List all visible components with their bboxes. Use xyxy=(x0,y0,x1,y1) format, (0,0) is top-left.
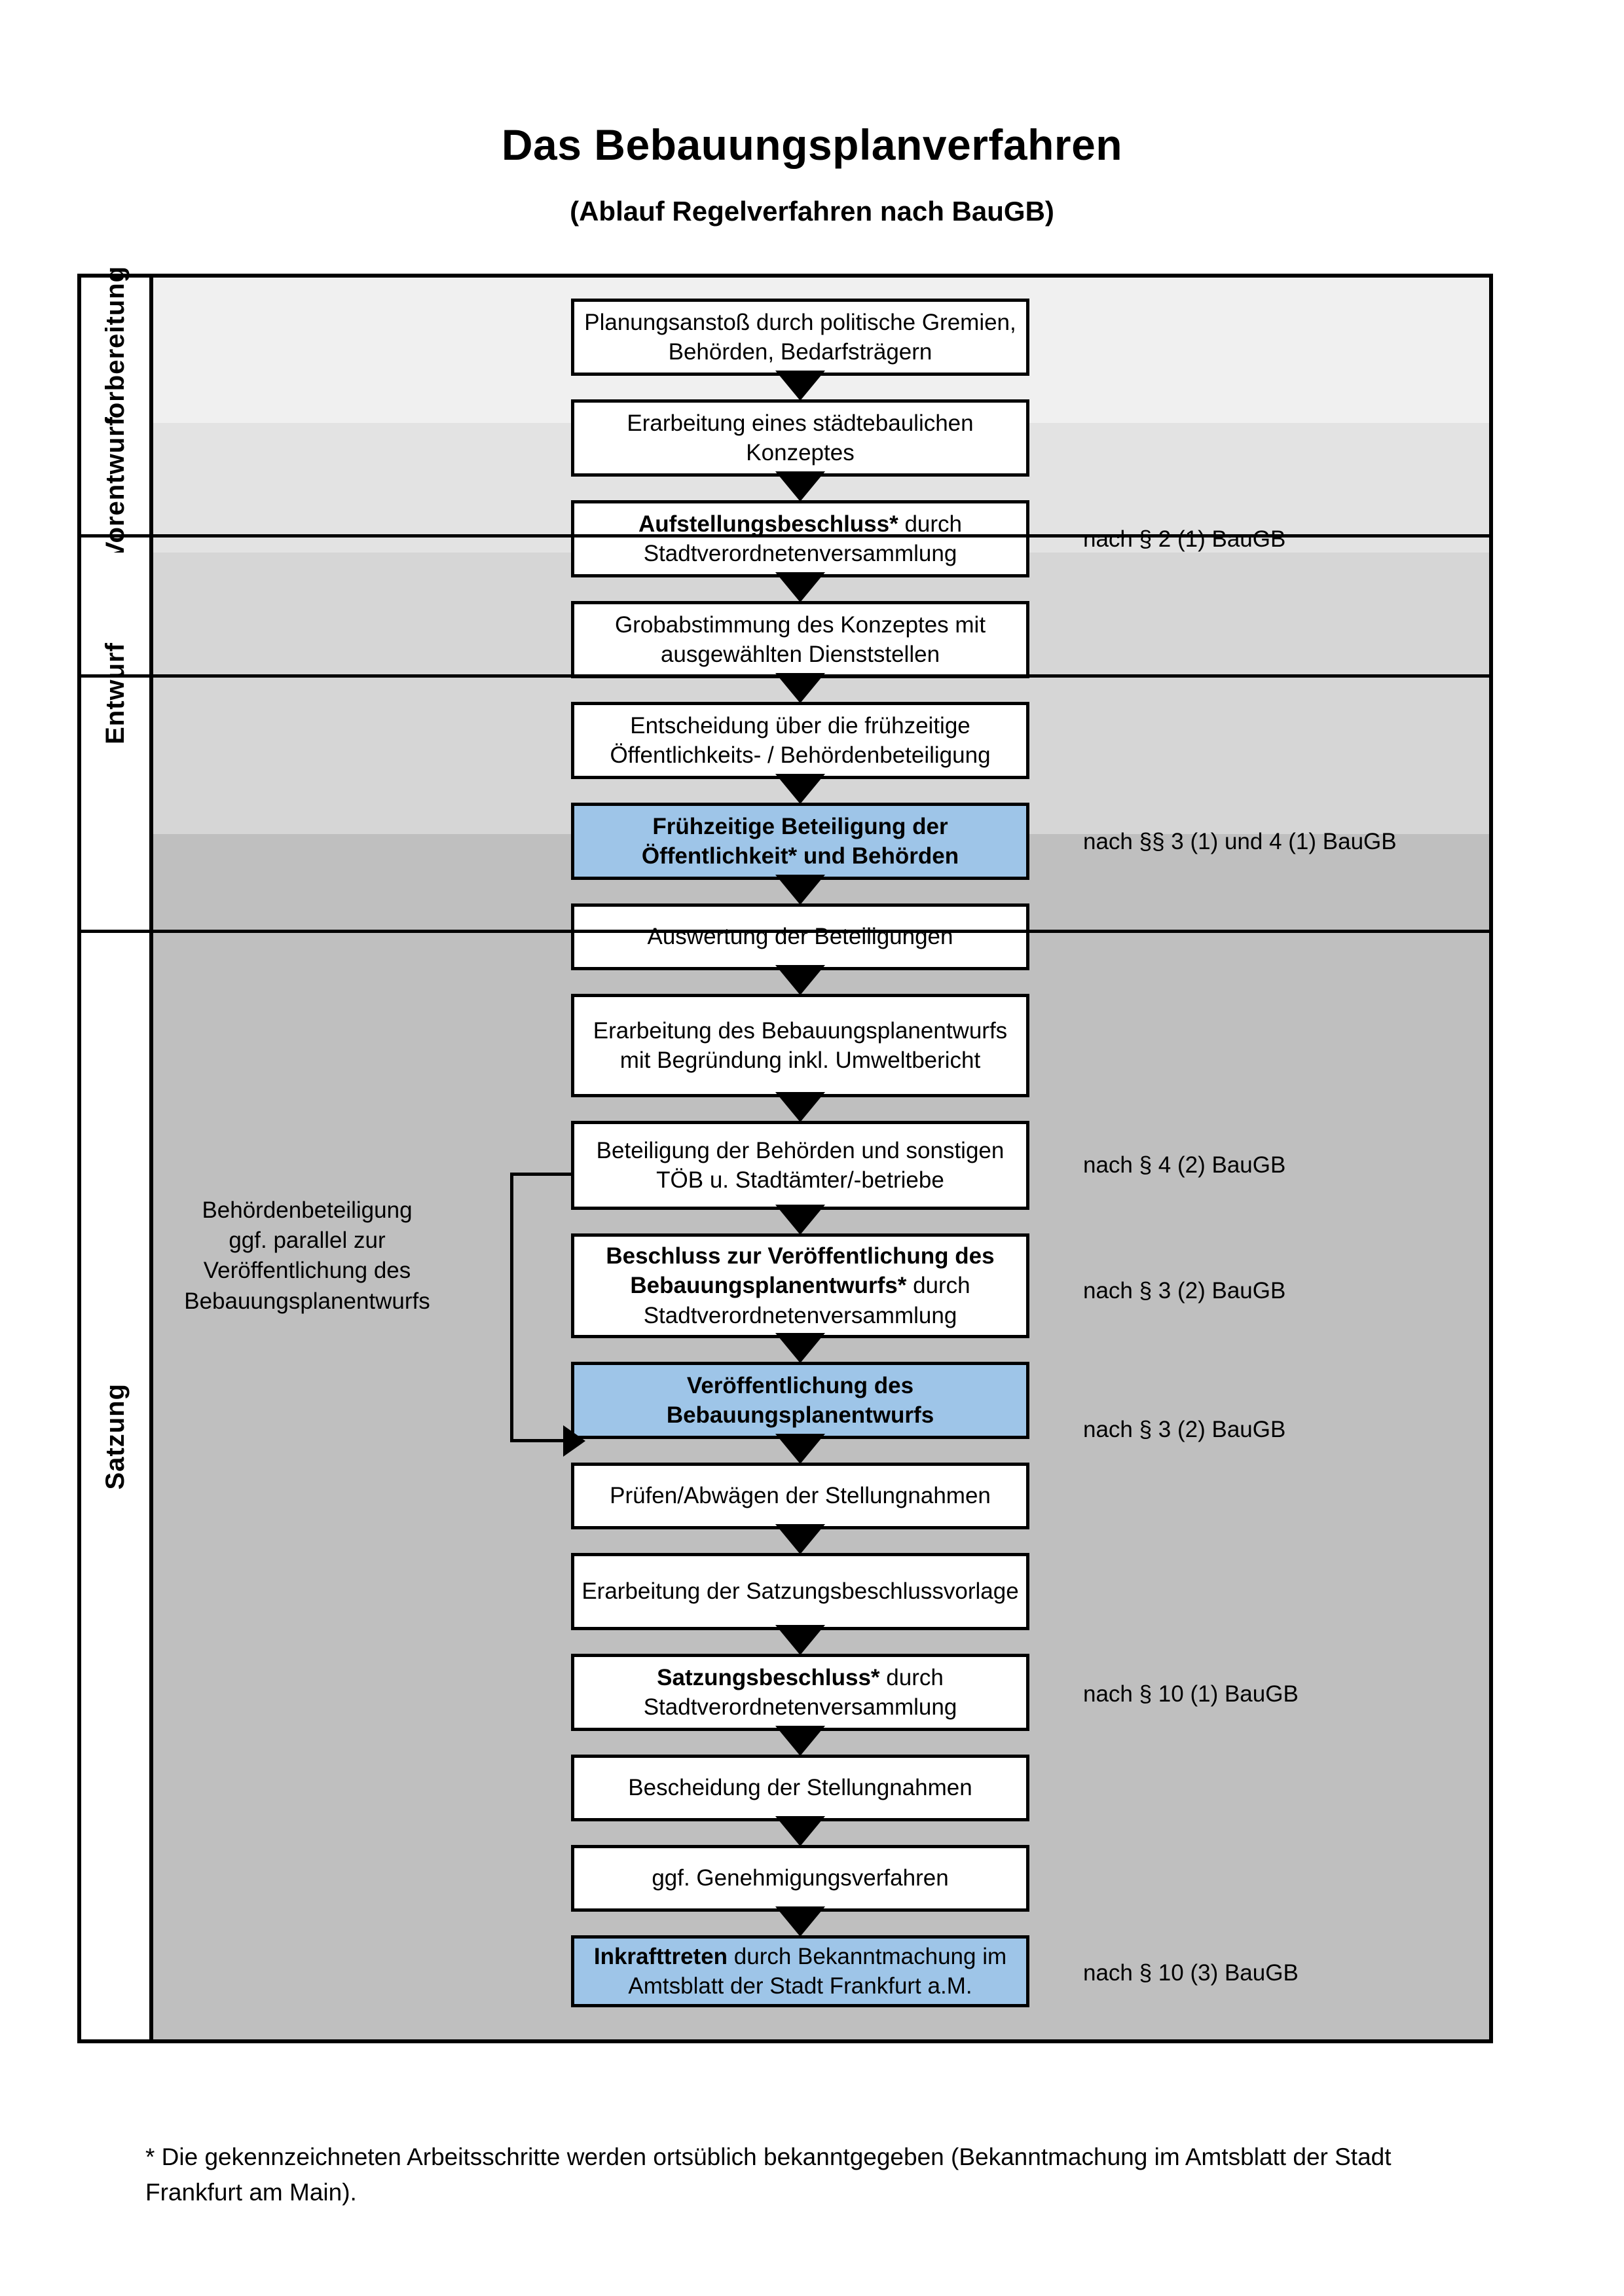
process-box-label: Veröffentlichung des Bebauungsplanentwur… xyxy=(666,1372,934,1429)
process-box-bold-lead: Beschluss zur Veröffentlichung des Bebau… xyxy=(606,1243,995,1299)
title-block: Das Bebauungsplanverfahren (Ablauf Regel… xyxy=(0,121,1624,227)
flow-arrow-icon-1 xyxy=(775,371,825,401)
process-box-label: Auswertung der Beteiligungen xyxy=(647,924,953,950)
flow-arrow-icon-12 xyxy=(775,1524,825,1554)
process-box-staedtebauliches-konzept[interactable]: Erarbeitung eines städtebaulichen Konzep… xyxy=(571,399,1029,477)
phase-label-cell-satzung: Satzung xyxy=(81,834,149,2039)
flow-arrow-icon-6 xyxy=(775,875,825,905)
process-box-erarbeitung-satzungsbeschlussvorlage[interactable]: Erarbeitung der Satzungsbeschlussvorlage xyxy=(571,1553,1029,1630)
connector-horizontal-top xyxy=(510,1173,572,1176)
phase-label-vorentwurf: Vorentwurf xyxy=(100,416,130,560)
flow-arrow-icon-13 xyxy=(775,1625,825,1655)
process-box-erarbeitung-bplan-entwurf[interactable]: Erarbeitung des Bebauungsplanentwurfs mi… xyxy=(571,994,1029,1097)
process-box-grobabstimmung[interactable]: Grobabstimmung des Konzeptes mit ausgewä… xyxy=(571,601,1029,678)
process-box-label: durch Bekanntmachung im Amtsblatt der St… xyxy=(628,1943,1007,1999)
process-box-label: durch Stadtverordnetenversammlung xyxy=(643,1664,957,1721)
process-box-label: ggf. Genehmigungsverfahren xyxy=(652,1865,949,1891)
flow-arrow-icon-14 xyxy=(775,1726,825,1756)
flow-arrow-icon-4 xyxy=(775,673,825,703)
process-box-label: Erarbeitung eines städtebaulichen Konzep… xyxy=(627,410,974,466)
process-box-genehmigungsverfahren[interactable]: ggf. Genehmigungsverfahren xyxy=(571,1845,1029,1912)
band-separator-1 xyxy=(81,534,1489,538)
process-box-label: Prüfen/Abwägen der Stellungnahmen xyxy=(610,1483,991,1509)
flow-arrow-icon-3 xyxy=(775,572,825,602)
legal-note-paragraph-4-2: nach § 4 (2) BauGB xyxy=(1083,1152,1286,1178)
process-box-label: Erarbeitung der Satzungsbeschlussvorlage xyxy=(581,1578,1019,1605)
legal-note-paragraph-10-1: nach § 10 (1) BauGB xyxy=(1083,1681,1299,1707)
process-box-label: Entscheidung über die frühzeitige Öffent… xyxy=(610,712,991,769)
process-box-label: Planungsanstoß durch politische Gremien,… xyxy=(584,309,1016,365)
process-box-veroeffentlichung-bplan-entwurf[interactable]: Veröffentlichung des Bebauungsplanentwur… xyxy=(571,1362,1029,1439)
legal-note-paragraph-2-1: nach § 2 (1) BauGB xyxy=(1083,526,1286,552)
flow-arrow-icon-16 xyxy=(775,1906,825,1937)
label-column-divider xyxy=(149,278,153,2039)
connector-arrowhead-icon xyxy=(563,1425,585,1457)
side-annotation-line-3: Veröffentlichung des xyxy=(203,1258,411,1284)
legal-note-paragraph-3-2-beschluss: nach § 3 (2) BauGB xyxy=(1083,1278,1286,1303)
legal-note-paragraph-3-1-4-1: nach §§ 3 (1) und 4 (1) BauGB xyxy=(1083,829,1397,854)
side-annotation-line-4: Bebauungsplanentwurfs xyxy=(184,1288,430,1314)
connector-horizontal-bottom xyxy=(510,1439,564,1442)
legal-note-paragraph-10-3: nach § 10 (3) BauGB xyxy=(1083,1960,1299,1986)
flow-arrow-icon-2 xyxy=(775,471,825,501)
process-box-aufstellungsbeschluss[interactable]: Aufstellungsbeschluss* durch Stadtverord… xyxy=(571,500,1029,577)
process-box-bold-lead: Satzungsbeschluss* xyxy=(657,1664,880,1690)
process-box-text: Satzungsbeschluss* durch Stadtverordnete… xyxy=(581,1663,1020,1722)
process-box-text: Aufstellungsbeschluss* durch Stadtverord… xyxy=(581,509,1020,569)
process-box-inkrafttreten[interactable]: Inkrafttreten durch Bekanntmachung im Am… xyxy=(571,1935,1029,2007)
process-box-beschluss-veroeffentlichung[interactable]: Beschluss zur Veröffentlichung des Bebau… xyxy=(571,1233,1029,1338)
process-box-beteiligung-behoerden-toeb[interactable]: Beteiligung der Behörden und sonstigen T… xyxy=(571,1121,1029,1210)
flow-arrow-icon-7 xyxy=(775,965,825,995)
page-title: Das Bebauungsplanverfahren xyxy=(501,120,1123,169)
side-annotation-line-2: ggf. parallel zur xyxy=(229,1228,386,1254)
process-box-planungsanstoss[interactable]: Planungsanstoß durch politische Gremien,… xyxy=(571,299,1029,376)
process-box-auswertung-beteiligungen[interactable]: Auswertung der Beteiligungen xyxy=(571,903,1029,970)
process-box-pruefen-abwaegen[interactable]: Prüfen/Abwägen der Stellungnahmen xyxy=(571,1463,1029,1529)
phase-label-entwurf: Entwurf xyxy=(100,642,130,744)
flow-arrow-icon-9 xyxy=(775,1205,825,1235)
phase-label-cell-entwurf: Entwurf xyxy=(81,553,149,834)
process-box-label: Bescheidung der Stellungnahmen xyxy=(628,1775,972,1801)
process-box-label: Erarbeitung des Bebauungsplanentwurfs mi… xyxy=(593,1017,1008,1074)
side-annotation-behoerdenbeteiligung: Behördenbeteiligung ggf. parallel zur Ve… xyxy=(166,1195,448,1317)
flow-arrow-icon-11 xyxy=(775,1434,825,1464)
flowchart-frame: Vorbereitung Vorentwurf Entwurf Satzung … xyxy=(77,266,1493,2043)
process-box-label: durch Stadtverordnetenversammlung xyxy=(643,511,963,567)
flow-arrow-icon-5 xyxy=(775,774,825,804)
process-box-text: Inkrafttreten durch Bekanntmachung im Am… xyxy=(581,1942,1020,2001)
footnote: * Die gekennzeichneten Arbeitsschritte w… xyxy=(145,2143,1392,2206)
process-box-satzungsbeschluss[interactable]: Satzungsbeschluss* durch Stadtverordnete… xyxy=(571,1654,1029,1731)
flow-arrow-icon-15 xyxy=(775,1816,825,1846)
flow-arrow-icon-8 xyxy=(775,1092,825,1122)
band-separator-2 xyxy=(81,674,1489,678)
process-box-bescheidung-stellungnahmen[interactable]: Bescheidung der Stellungnahmen xyxy=(571,1755,1029,1821)
phase-label-cell-vorbereitung: Vorbereitung xyxy=(81,266,149,435)
process-box-fruehzeitige-beteiligung[interactable]: Frühzeitige Beteiligung der Öffentlichke… xyxy=(571,803,1029,880)
process-box-bold-lead: Inkrafttreten xyxy=(593,1943,728,1969)
process-box-entscheidung-fruehzeitige-beteiligung[interactable]: Entscheidung über die frühzeitige Öffent… xyxy=(571,702,1029,779)
legal-note-paragraph-3-2-veroeffentlichung: nach § 3 (2) BauGB xyxy=(1083,1417,1286,1442)
phase-label-cell-vorentwurf: Vorentwurf xyxy=(81,416,149,559)
process-box-label: Beteiligung der Behörden und sonstigen T… xyxy=(596,1137,1005,1194)
process-box-label: durch Stadtverordnetenversammlung xyxy=(643,1273,970,1328)
phase-label-vorbereitung: Vorbereitung xyxy=(100,266,130,435)
phase-label-satzung: Satzung xyxy=(100,1383,130,1490)
band-separator-3 xyxy=(81,930,1489,933)
connector-vertical xyxy=(510,1173,513,1442)
flow-arrow-icon-10 xyxy=(775,1333,825,1363)
process-box-label: Grobabstimmung des Konzeptes mit ausgewä… xyxy=(614,611,986,668)
page-subtitle: (Ablauf Regelverfahren nach BauGB) xyxy=(570,195,1054,227)
process-box-bold-lead: Aufstellungsbeschluss* xyxy=(638,511,898,537)
process-box-text: Beschluss zur Veröffentlichung des Bebau… xyxy=(581,1241,1020,1331)
side-annotation-line-1: Behördenbeteiligung xyxy=(202,1197,413,1223)
process-box-label: Frühzeitige Beteiligung der Öffentlichke… xyxy=(641,813,959,869)
